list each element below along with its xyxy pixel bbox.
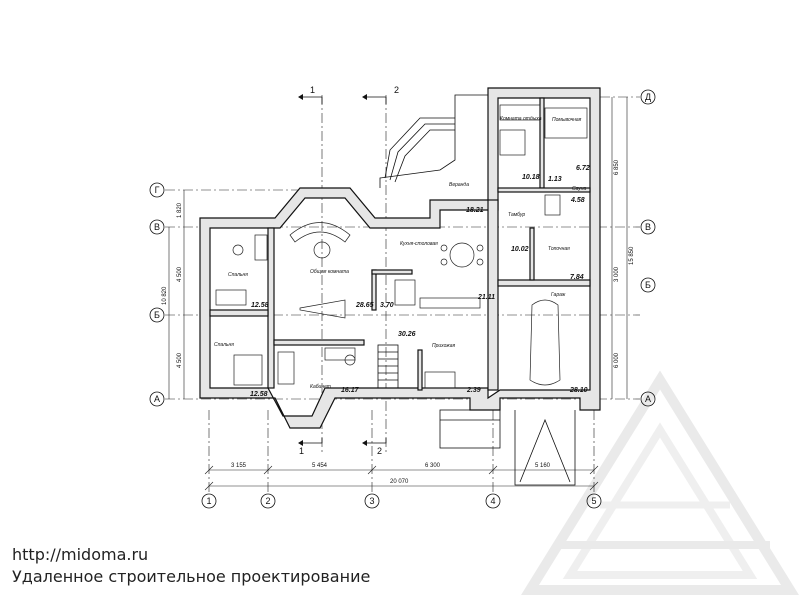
room-area: 28.65 [355, 302, 374, 309]
axis-label: Д [645, 92, 651, 102]
room-area: 7.84 [570, 274, 584, 281]
room-name: Спальня [228, 272, 248, 278]
room-name: Общая комната [310, 269, 349, 275]
axis-label: А [645, 394, 651, 404]
room-area: 12.58 [251, 302, 269, 309]
dimension-label: 5 160 [535, 463, 551, 469]
axis-label: 1 [206, 496, 211, 506]
dimension-label: 15 850 [629, 246, 635, 265]
dimension-label: 6 000 [614, 352, 620, 368]
axis-label: 5 [591, 496, 596, 506]
room-name: Веранда [449, 182, 469, 188]
axis-label: Б [645, 280, 651, 290]
axis-label: 3 [369, 496, 374, 506]
dimension-label: 1 820 [177, 202, 183, 218]
room-area: 12.58 [250, 391, 268, 398]
room-name: Сауна [572, 186, 587, 192]
room-name: Гараж [551, 292, 566, 298]
room-name: Кабинет [310, 384, 331, 390]
room-name: Кухня-столовая [400, 241, 438, 247]
room-area: 28.10 [569, 387, 588, 394]
axis-label: А [154, 394, 160, 404]
room-area: 16.17 [341, 387, 360, 394]
axis-label: 4 [490, 496, 495, 506]
section-label: 1 [310, 85, 315, 95]
section-markers: 1 2 1 2 [298, 85, 399, 456]
room-labels: Спальня 12.58 Спальня 12.58 Общая комнат… [214, 116, 590, 398]
room-name: Спальня [214, 342, 234, 348]
left-dimensions: 1 820 4 500 10 820 4 500 [162, 190, 185, 399]
furniture [215, 104, 588, 389]
dimension-label: 6 300 [425, 463, 441, 469]
row-axis-markers: Д Г В В Б Б А А [149, 89, 656, 407]
room-name: Топочная [548, 246, 570, 252]
dimension-label: 20 070 [390, 479, 409, 485]
grid-axes [165, 95, 640, 495]
column-axis-markers: 1 2 3 4 5 [201, 493, 602, 509]
dimension-label: 6 850 [614, 159, 620, 175]
room-name: Комната отдыха [500, 116, 542, 122]
bottom-dimensions: 3 155 5 454 6 300 5 160 20 070 [204, 463, 599, 491]
room-area: 3.70 [380, 302, 394, 309]
dimension-label: 3 155 [231, 463, 247, 469]
room-area: 21.11 [477, 294, 495, 301]
room-area: 10.02 [511, 246, 529, 253]
room-area: 6.72 [576, 165, 590, 172]
dimension-label: 4 500 [177, 352, 183, 368]
room-area: 4.58 [570, 197, 585, 204]
room-area: 10.18 [522, 174, 540, 181]
section-label: 1 [299, 446, 304, 456]
axis-label: В [154, 222, 160, 232]
dimension-label: 10 820 [162, 286, 168, 305]
axis-label: Б [154, 310, 160, 320]
axis-label: 2 [265, 496, 270, 506]
walls [199, 87, 601, 486]
dimension-label: 4 500 [177, 266, 183, 282]
room-area: 2.39 [466, 387, 481, 394]
axis-label: Г [155, 185, 160, 195]
room-name: Прихожая [432, 343, 456, 349]
section-label: 2 [377, 446, 382, 456]
dimension-label: 5 454 [312, 463, 328, 469]
room-area: 18.21 [466, 207, 484, 214]
dimension-label: 3 000 [614, 266, 620, 282]
site-url-link[interactable]: http://midoma.ru [12, 545, 149, 564]
room-area: 30.26 [398, 331, 416, 338]
site-tagline: Удаленное строительное проектирование [12, 567, 371, 586]
section-label: 2 [394, 85, 399, 95]
room-name: Помывочная [552, 117, 582, 123]
room-area: 1.13 [548, 176, 562, 183]
right-dimensions: 6 850 3 000 15 850 6 000 [611, 97, 635, 399]
axis-label: В [645, 222, 651, 232]
room-name: Тамбур [508, 212, 525, 218]
